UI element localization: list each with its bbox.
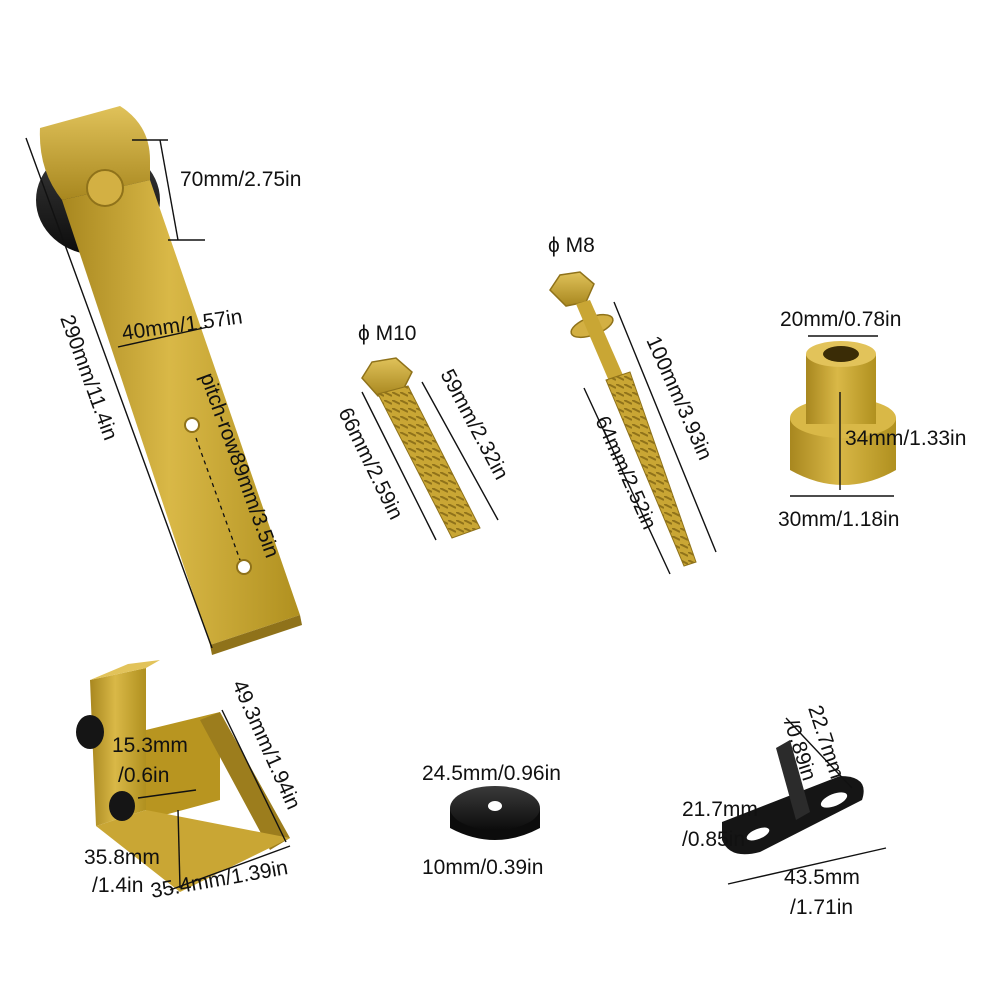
label-stop-side-in: /1.4in (92, 874, 143, 897)
wheel-hole (488, 801, 502, 811)
stop-block-step (146, 712, 220, 820)
dim-line-bolt-thread (421, 381, 499, 521)
label-spacer-base: 30mm/1.18in (778, 508, 899, 531)
label-stop-inner-in: /0.6in (118, 764, 169, 787)
hanger-hole-bottom (236, 559, 252, 575)
dim-line-guide-height (785, 717, 853, 789)
dim-line-stop-width (169, 845, 291, 891)
floor-stop-part: 49.3mm/1.94in 15.3mm /0.6in 35.8mm /1.4i… (76, 660, 305, 903)
bolt-shank (377, 385, 481, 539)
label-guide-length-in: /1.71in (790, 896, 853, 919)
spacer-hole (823, 346, 859, 362)
screw-head (549, 271, 595, 307)
spacer-part: 20mm/0.78in 34mm/1.33in 30mm/1.18in (778, 308, 966, 531)
dim-line-strap-width (117, 326, 209, 348)
label-bolt-diameter: ϕ M10 (358, 322, 416, 345)
dim-line-bolt-total (361, 391, 437, 541)
stop-block-top (90, 660, 160, 680)
screw-shank (576, 300, 626, 388)
hanger-rivet (86, 169, 124, 207)
label-stop-inner-mm: 15.3mm (112, 734, 188, 757)
hanger-strap-body (62, 180, 300, 645)
dim-line-stop-inner (137, 789, 197, 799)
m10-bolt-part: ϕ M10 59mm/2.32in 66mm/2.59in (334, 322, 513, 541)
stop-block-bottom (96, 810, 290, 892)
label-guide-side-in: /0.85in (682, 828, 745, 851)
stop-bumper-top (76, 715, 104, 749)
dim-line-screw-total (613, 301, 717, 553)
dim-line-strap-length (25, 137, 213, 649)
label-spacer-top: 20mm/0.78in (780, 308, 901, 331)
guide-fin (776, 740, 810, 820)
hanger-strap-part: 70mm/2.75in 40mm/1.57in 290mm/11.4in pit… (25, 106, 302, 655)
hanger-strap-edge (210, 615, 302, 655)
dim-line-screw-thread (583, 387, 671, 575)
label-hanger-height: 70mm/2.75in (180, 168, 301, 191)
label-wheel-thickness: 10mm/0.39in (422, 856, 543, 879)
label-screw-diameter: ϕ M8 (548, 234, 595, 257)
guide-slot-right (820, 792, 848, 808)
stop-bumper-bottom (109, 791, 135, 821)
dim-line-guide-length (727, 847, 887, 885)
floor-guide-part: 22.7mm /0.89in 21.7mm /0.85in 43.5mm /1.… (682, 702, 887, 919)
dim-line-stop-height (221, 709, 287, 843)
stop-block-front (200, 712, 290, 850)
stop-block-left (90, 668, 146, 826)
dim-line-hanger-height (159, 139, 179, 241)
hanger-hole-top (184, 417, 200, 433)
label-guide-side-mm: 21.7mm (682, 798, 758, 821)
hanger-hook (39, 106, 150, 200)
screw-thread (605, 371, 697, 567)
label-spacer-height: 34mm/1.33in (845, 427, 966, 450)
m8-screw-part: ϕ M8 100mm/3.93in 64mm/2.52in (548, 234, 717, 575)
label-stop-side-mm: 35.8mm (84, 846, 160, 869)
label-wheel-diameter: 24.5mm/0.96in (422, 762, 561, 785)
stop-wheel-part: 24.5mm/0.96in 10mm/0.39in (422, 762, 561, 879)
label-guide-length-mm: 43.5mm (784, 866, 860, 889)
bolt-head (361, 357, 413, 397)
dim-line-stop-side (177, 809, 181, 889)
guide-slot-left (746, 827, 770, 841)
dim-line-pitch-row (195, 437, 241, 561)
